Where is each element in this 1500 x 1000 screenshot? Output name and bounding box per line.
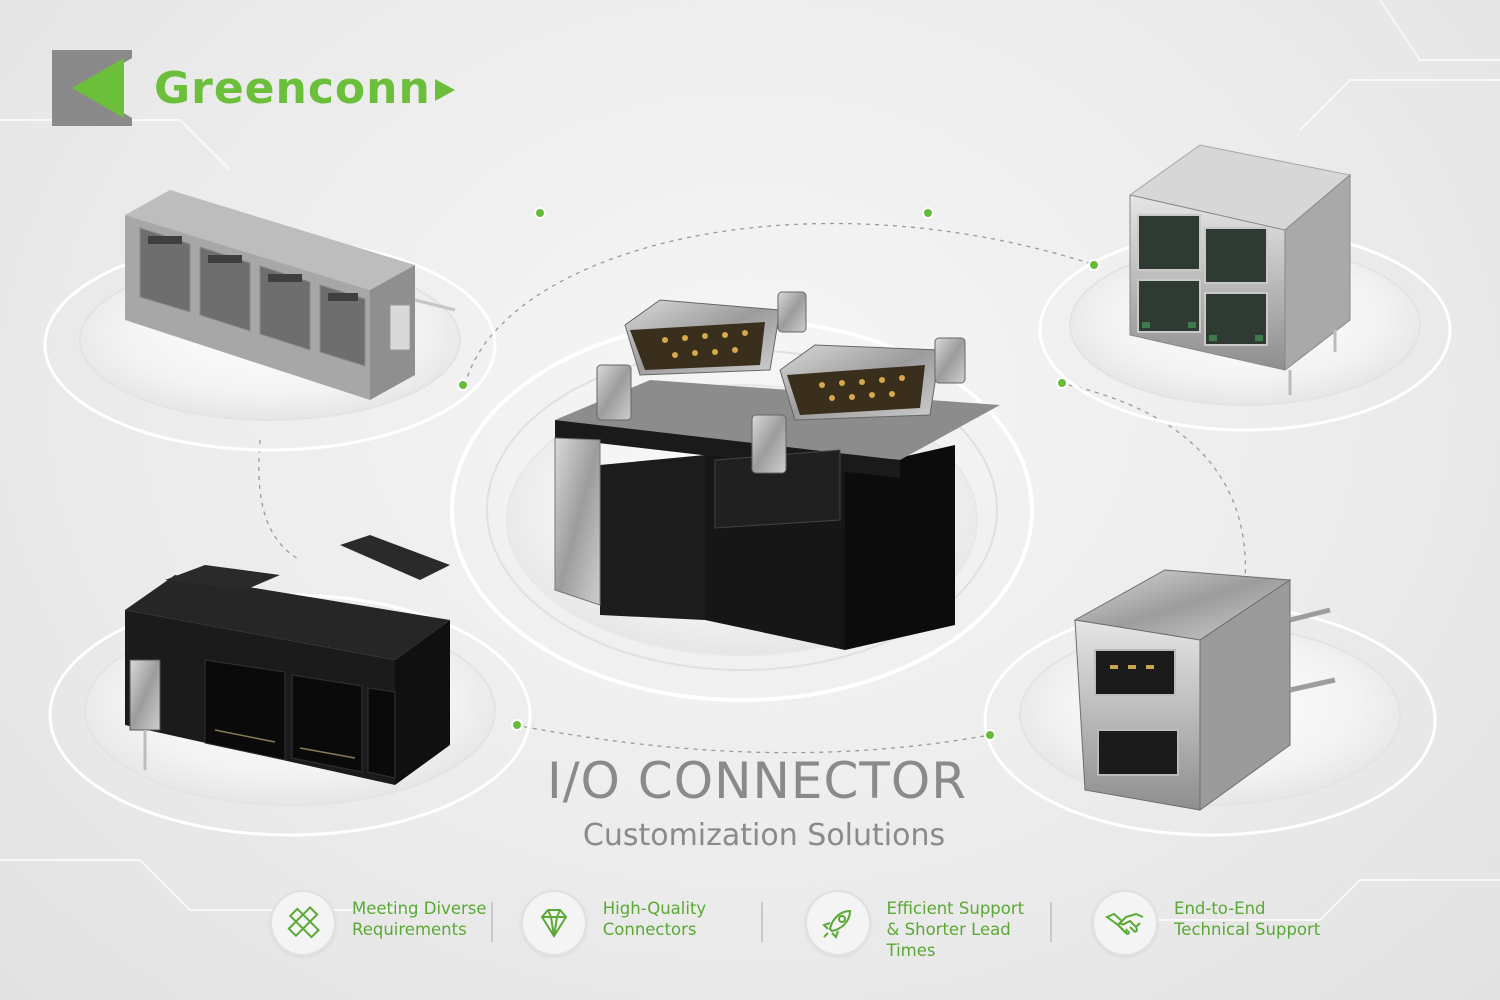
rj11-3-port-black-connector [125,535,450,785]
feature-end-to-end-support: End-to-End Technical Support [1092,876,1330,966]
handshake-icon [1092,890,1159,956]
feature-label: Meeting Diverse Requirements [352,899,487,939]
feature-label: Efficient Support & Shorter Lead Times [886,899,1025,960]
headline-subtitle: Customization Solutions [582,818,946,853]
logo-arrow-icon [434,79,455,101]
feature-row: Meeting Diverse Requirements High-Qualit… [270,876,1330,966]
ruler-pencil-icon [270,890,336,956]
rj45-4-port-grey-connector [125,190,456,400]
feature-efficient-support: Efficient Support & Shorter Lead Times [804,876,1051,966]
feature-meeting-diverse-requirements: Meeting Diverse Requirements [270,876,491,966]
feature-label: High-Quality Connectors [602,899,707,939]
feature-label: End-to-End Technical Support [1174,899,1321,939]
divider [760,902,763,942]
headline-title: I/O CONNECTOR [546,752,968,810]
divider [1050,902,1053,942]
brand-name: Greenconn [154,62,431,114]
dual-dsub-9-connector [554,291,1000,650]
greenconn-logo-mark-icon [52,50,132,126]
rj45-2x2-stacked-connector [1128,144,1352,395]
rocket-icon [804,890,871,956]
diamond-icon [520,890,587,956]
usb-a-dual-stacked-connector [1073,569,1336,811]
feature-high-quality-connectors: High-Quality Connectors [520,876,761,966]
brand-logo: Greenconn [52,50,457,126]
divider [490,902,493,942]
